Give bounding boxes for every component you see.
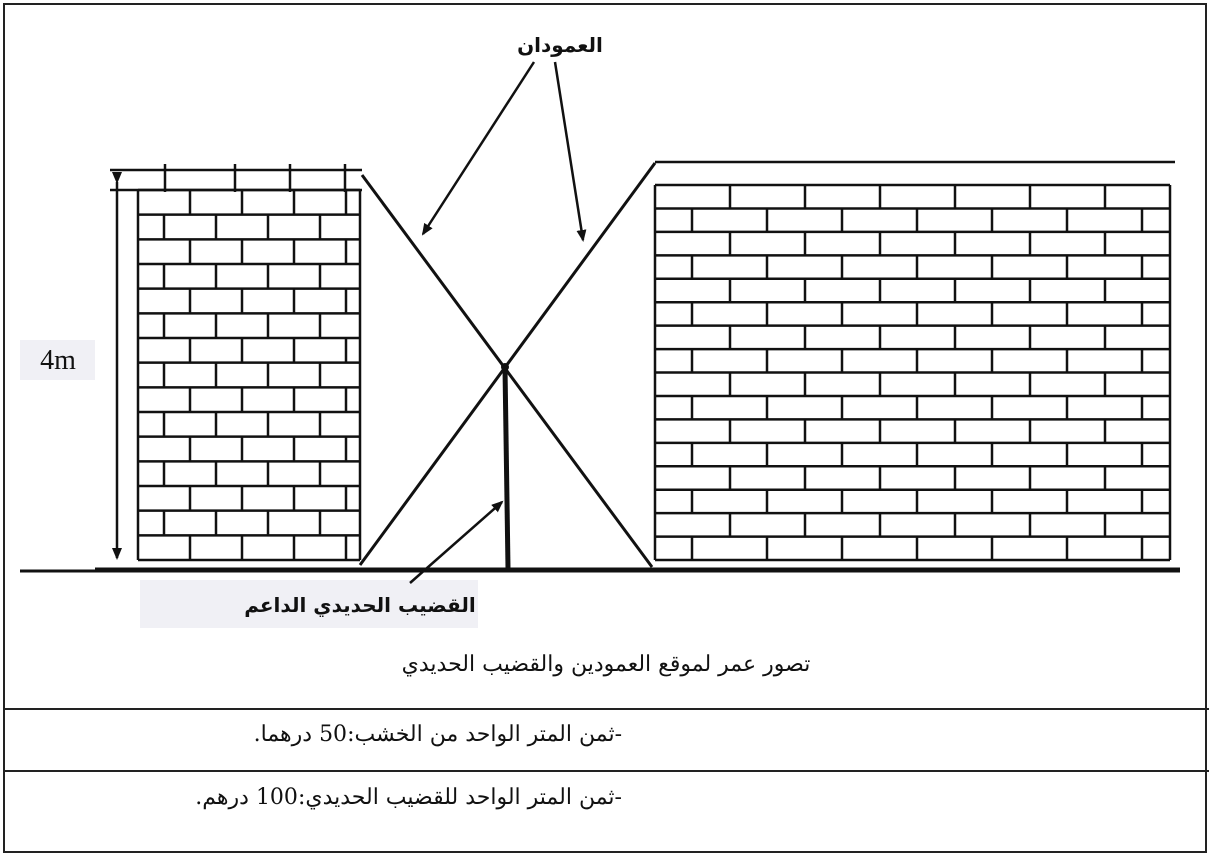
- columns-arrow-left: [421, 61, 536, 236]
- height-label-panel: [20, 340, 95, 380]
- figure-caption: تصور عمر لموقع العمودين والقضيب الحديدي: [401, 652, 811, 677]
- right-brick-wall: [653, 160, 1175, 562]
- table-divider: [3, 708, 1209, 710]
- figure-frame: [3, 3, 1207, 853]
- rod-label: القضيب الحديدي الداعم: [244, 593, 476, 618]
- columns-label: العمودان: [517, 33, 603, 57]
- intersection-point: [501, 363, 509, 371]
- wood-price-note: -ثمن المتر الواحد من الخشب:50 درهما.: [253, 722, 622, 747]
- height-label: 4m: [40, 345, 76, 376]
- rod-arrow: [409, 500, 504, 584]
- support-rod: [502, 367, 511, 569]
- left-brick-wall: [110, 164, 362, 562]
- wall-diagram: العمودان القضيب الحديدي الداعم 4m: [20, 33, 1180, 628]
- columns-arrow-right: [553, 61, 587, 242]
- rod-label-panel: [140, 580, 478, 628]
- table-divider: [3, 770, 1209, 772]
- rod-price-note: -ثمن المتر الواحد للقضيب الحديدي:100 دره…: [195, 785, 622, 810]
